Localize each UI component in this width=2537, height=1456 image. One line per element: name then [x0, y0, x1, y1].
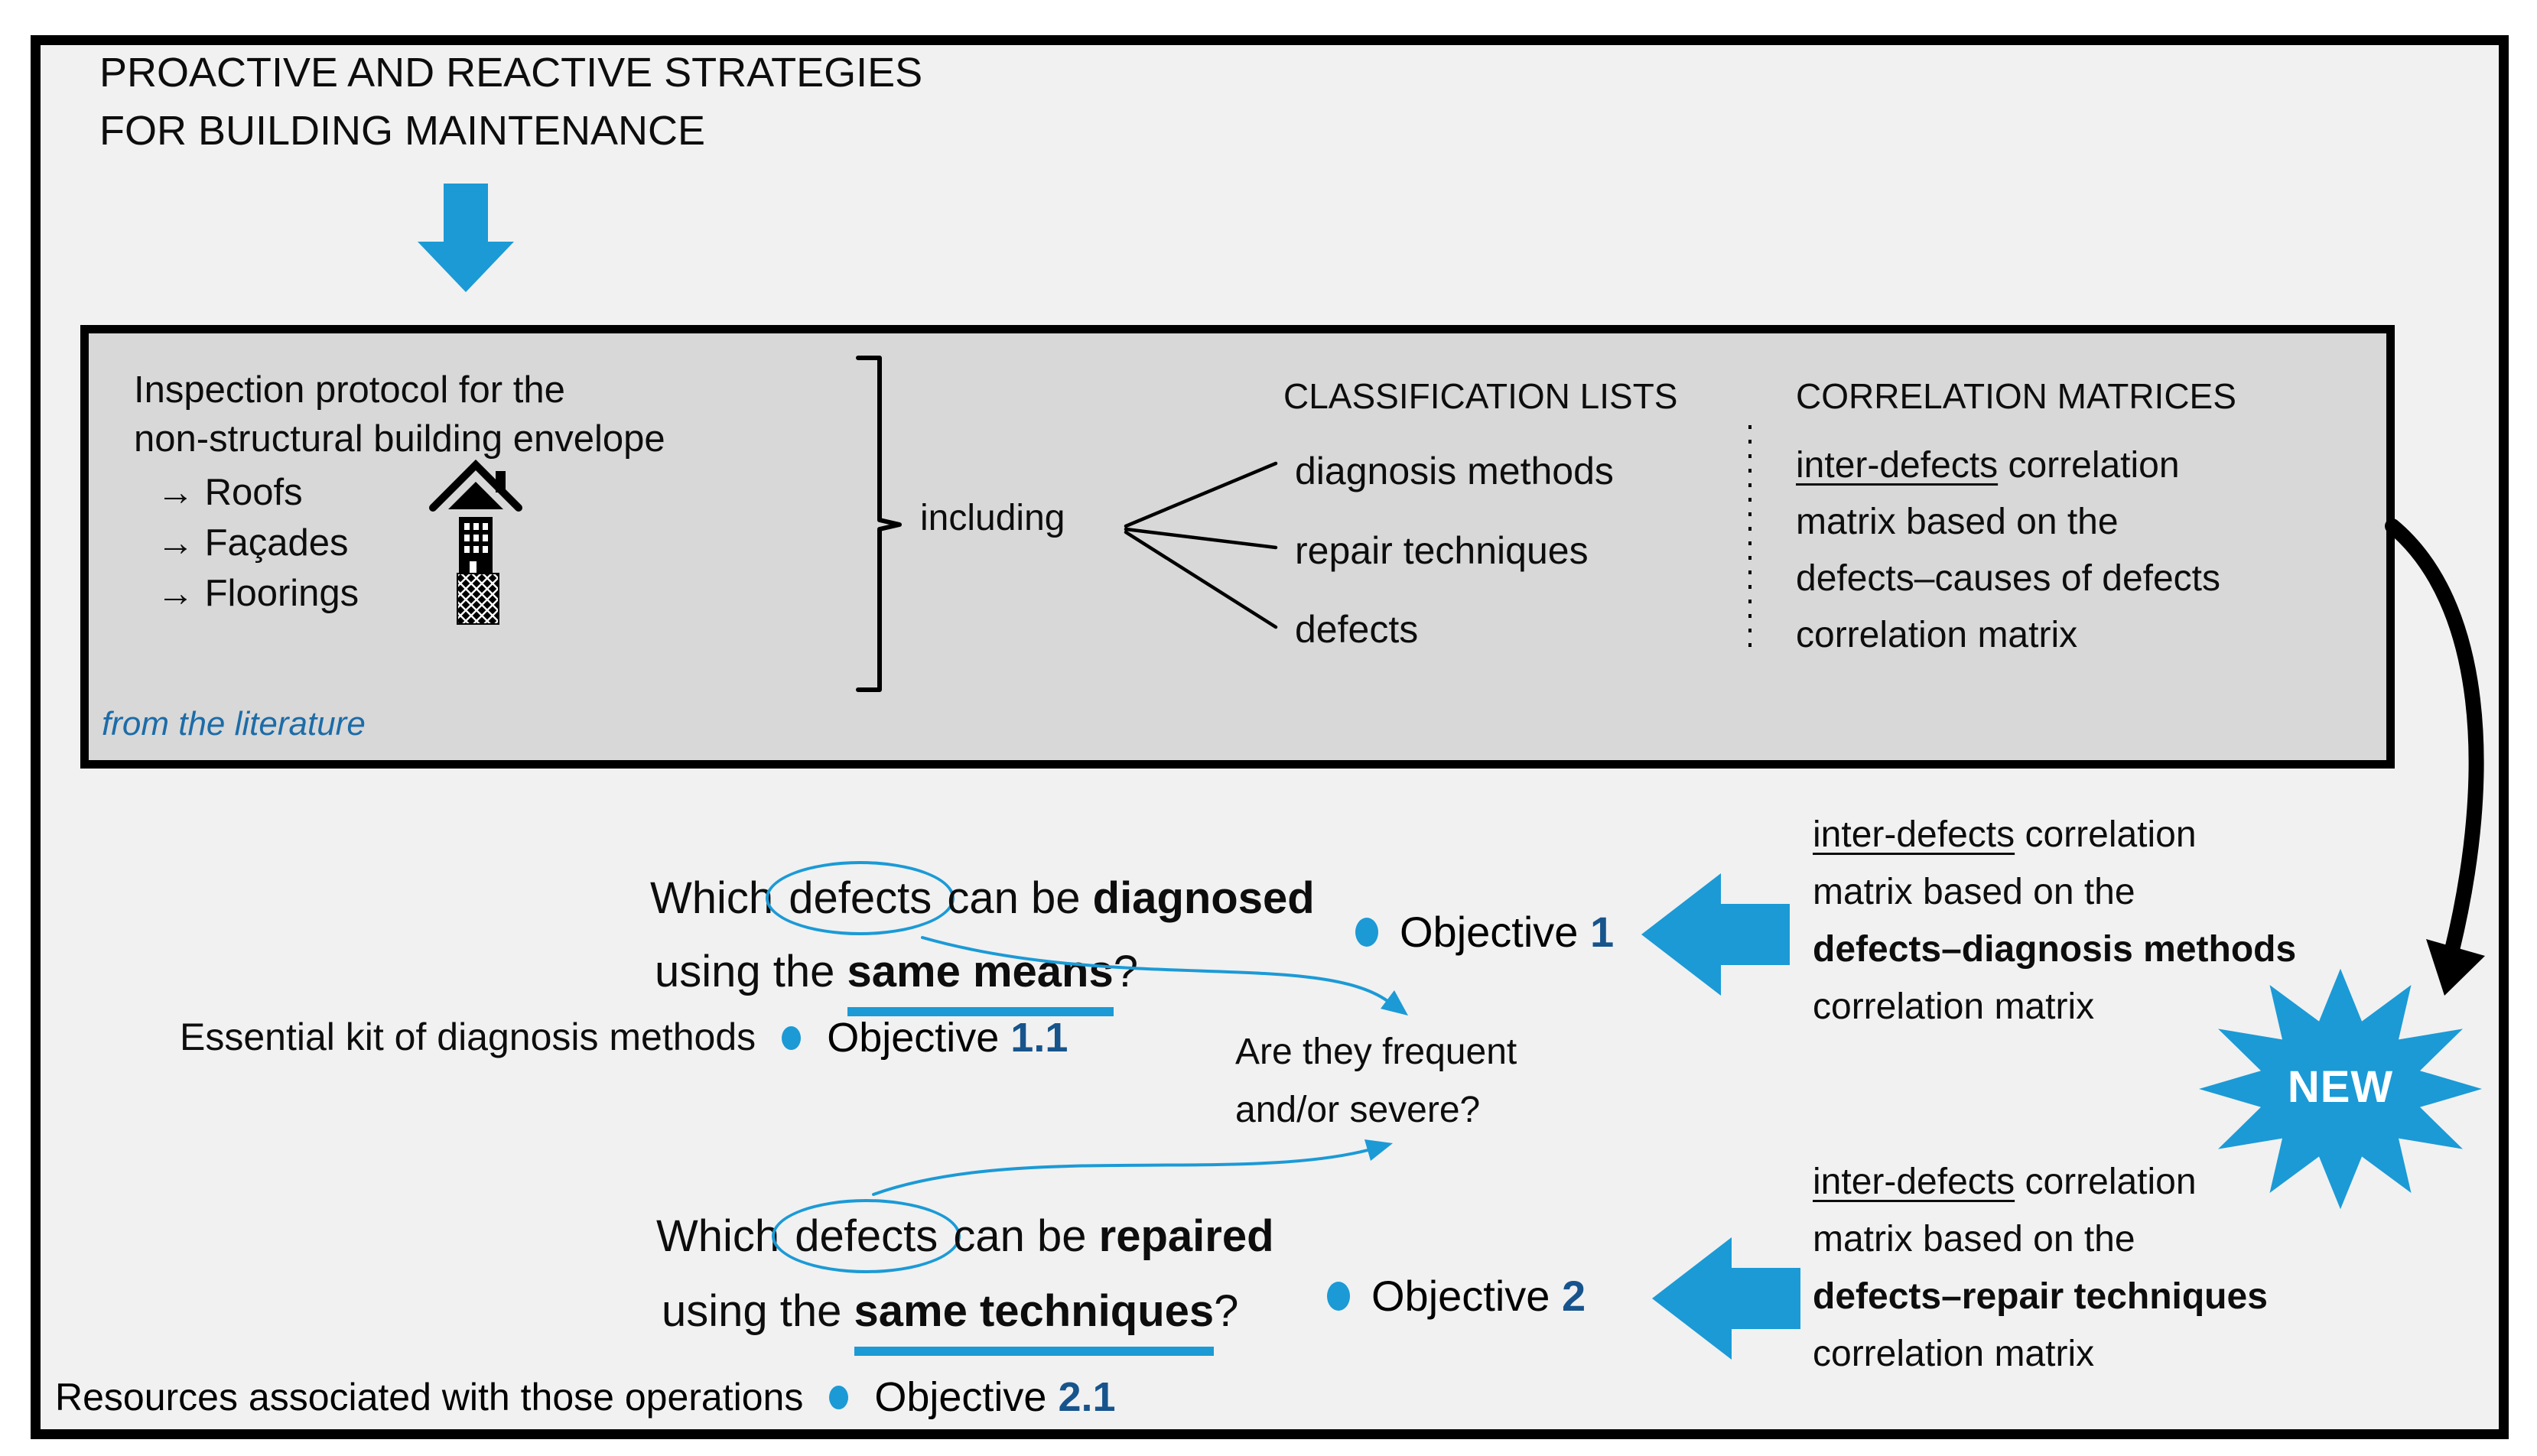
circled-word-defects: defects [766, 861, 955, 935]
classification-item: diagnosis methods [1295, 450, 1614, 492]
correlation-line-3: defects–causes of defects [1796, 558, 2220, 599]
essential-kit-text: Essential kit of diagnosis methods [180, 1016, 756, 1059]
matrix1-text: inter-defects correlation matrix based o… [1813, 806, 2296, 1035]
severity-question-line-2: and/or severe? [1235, 1090, 1481, 1130]
circled-word-defects: defects [772, 1199, 961, 1273]
objective2-1-bullet-icon [829, 1385, 849, 1409]
objective1-1-label: Objective 1.1 [827, 1015, 1068, 1061]
objective1-1-bullet-icon [782, 1025, 802, 1050]
envelope-item-floorings: → Floorings [157, 572, 359, 615]
same-techniques-underlined: same techniques [854, 1286, 1215, 1356]
correlation-line-4: correlation matrix [1796, 615, 2078, 655]
objective2-row: Objective 2 [1327, 1271, 1586, 1321]
correlation-heading: CORRELATION MATRICES [1796, 376, 2236, 416]
same-means-underlined: same means [847, 947, 1114, 1016]
matrix2-line-1: inter-defects correlation [1813, 1162, 2197, 1202]
objective1-1-row: Essential kit of diagnosis methods Objec… [180, 1014, 1068, 1061]
underlined-term: inter-defects [1813, 814, 2015, 855]
correlation-matrix-text: inter-defects correlation matrix based o… [1796, 437, 2220, 664]
underlined-term: inter-defects [1813, 1162, 2015, 1202]
severity-question-line-1: Are they frequent [1235, 1032, 1517, 1072]
classification-heading: CLASSIFICATION LISTS [1283, 376, 1678, 416]
matrix1-line-4: correlation matrix [1813, 986, 2095, 1027]
objective2-1-row: Resources associated with those operatio… [55, 1373, 1116, 1421]
objective2-bullet-icon [1327, 1281, 1350, 1311]
objective1-row: Objective 1 [1355, 907, 1614, 957]
including-label: including [920, 498, 1065, 538]
inspection-intro-line-1: Inspection protocol for the [134, 369, 565, 411]
resources-text: Resources associated with those operatio… [55, 1376, 804, 1419]
source-note: from the literature [102, 705, 366, 743]
page-title-line-2: FOR BUILDING MAINTENANCE [99, 108, 706, 154]
classification-item: repair techniques [1295, 529, 1589, 572]
underlined-term: inter-defects [1796, 445, 1999, 486]
objective1-label: Objective 1 [1400, 908, 1615, 956]
envelope-item-label: Floorings [204, 573, 359, 614]
inspection-intro-line-2: non-structural building envelope [134, 418, 665, 460]
objective2-1-number: 2.1 [1058, 1374, 1116, 1420]
arrow-bullet-glyph: → [157, 522, 194, 564]
matrix2-line-4: correlation matrix [1813, 1334, 2095, 1374]
arrow-bullet-glyph: → [157, 472, 194, 513]
correlation-line-2: matrix based on the [1796, 502, 2119, 542]
page-title-line-1: PROACTIVE AND REACTIVE STRATEGIES [99, 50, 923, 96]
objective1-question-line-1: Which defects can be diagnosed [650, 861, 1315, 935]
objective2-label: Objective 2 [1371, 1272, 1586, 1320]
objective2-question-line-2: using the same techniques? [662, 1286, 1238, 1356]
classification-item: defects [1295, 608, 1419, 651]
objective2-question-line-1: Which defects can be repaired [656, 1199, 1274, 1273]
arrow-bullet-glyph: → [157, 573, 194, 614]
matrix2-text: inter-defects correlation matrix based o… [1813, 1153, 2268, 1383]
envelope-item-label: Roofs [204, 472, 303, 513]
matrix2-line-2: matrix based on the [1813, 1219, 2135, 1259]
objective1-1-number: 1.1 [1010, 1015, 1068, 1061]
matrix2-line-3: defects–repair techniques [1813, 1276, 2268, 1317]
matrix1-line-3: defects–diagnosis methods [1813, 929, 2297, 970]
objective2-1-label: Objective 2.1 [874, 1374, 1116, 1420]
correlation-line-1: inter-defects correlation [1796, 445, 2180, 486]
objective2-number: 2 [1562, 1272, 1586, 1320]
new-badge-label: NEW [2287, 1062, 2394, 1112]
objective1-bullet-icon [1355, 917, 1378, 947]
matrix1-line-2: matrix based on the [1813, 872, 2135, 912]
envelope-item-facades: → Façades [157, 522, 349, 564]
envelope-item-roofs: → Roofs [157, 471, 303, 514]
envelope-item-label: Façades [204, 522, 349, 564]
matrix1-line-1: inter-defects correlation [1813, 814, 2197, 855]
objective1-question-line-2: using the same means? [655, 947, 1138, 1016]
objective1-number: 1 [1590, 908, 1615, 956]
